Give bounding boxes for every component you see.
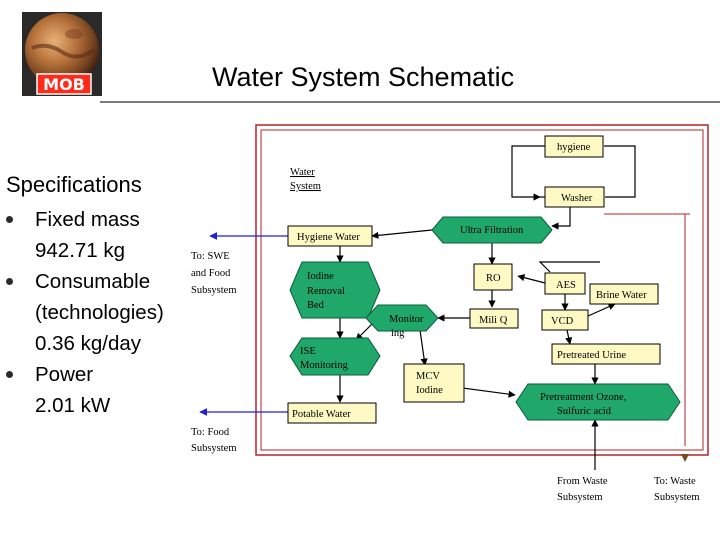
from-waste-label-1: From Waste: [557, 476, 608, 487]
brine-water-label: Brine Water: [596, 290, 647, 301]
hygiene-box: [544, 135, 604, 158]
washer-to-uf-line: [551, 207, 571, 230]
iodine-label-3: Bed: [307, 300, 325, 311]
ro-box: [473, 263, 513, 291]
aes-to-ro-line: [517, 274, 546, 284]
mcv-label-2: Iodine: [416, 385, 443, 396]
bullet-icon: [6, 216, 13, 223]
brine-water-box: [589, 283, 659, 305]
hygiene-water-label: Hygiene Water: [297, 232, 360, 243]
iodine-label-2: Removal: [307, 286, 345, 297]
schematic-outer-border: [255, 124, 709, 456]
iodine-label-1: Iodine: [307, 271, 334, 282]
pretreatment-label-1: Pretreatment Ozone,: [540, 392, 626, 403]
washer-box: [544, 186, 605, 208]
mcv-label-1: MCV: [416, 371, 440, 382]
uf-to-hygiene-water-line: [371, 229, 433, 239]
vcd-label: VCD: [551, 316, 574, 327]
to-food-label-2: Subsystem: [191, 443, 237, 454]
vcd-to-urine-line: [565, 329, 573, 345]
bullet-icon: [6, 278, 13, 285]
ro-label: RO: [486, 273, 501, 284]
hygiene-right-loop-line: [604, 145, 636, 198]
slide-title: Water System Schematic: [212, 62, 515, 92]
to-swe-label-2: and Food: [191, 268, 231, 279]
monitoring-hex: [365, 304, 439, 332]
logo-text: MOB: [43, 75, 85, 94]
potable-water-label: Potable Water: [292, 409, 351, 420]
spec-item-fixed-mass: Fixed mass 942.71 kg: [6, 204, 196, 266]
pretreatment-label-2: Sulfuric acid: [557, 406, 612, 417]
vcd-to-brine-line: [587, 303, 616, 317]
to-waste-label-1: To: Waste: [654, 476, 696, 487]
to-waste-label-2: Subsystem: [654, 492, 700, 503]
specifications-list: Fixed mass 942.71 kg Consumable (technol…: [6, 204, 196, 421]
ultra-filtration-label: Ultra Filtration: [460, 225, 524, 236]
specifications-heading: Specifications: [6, 172, 142, 197]
to-food-label-1: To: Food: [191, 427, 230, 438]
vcd-box: [541, 309, 589, 331]
water-system-label-line2: System: [290, 181, 321, 192]
ise-label-2: Monitoring: [300, 360, 349, 371]
spec-item-consumable: Consumable (technologies) 0.36 kg/day: [6, 266, 196, 359]
to-swe-label-3: Subsystem: [191, 285, 237, 296]
mili-q-label: Mili Q: [479, 315, 508, 326]
hygiene-label: hygiene: [557, 142, 591, 153]
from-waste-label-2: Subsystem: [557, 492, 603, 503]
pretreated-urine-box: [551, 343, 661, 365]
ise-monitoring-hex: [289, 337, 381, 376]
pretreated-urine-label: Pretreated Urine: [557, 350, 626, 361]
monitoring-to-mcv-line: [419, 329, 428, 366]
hygiene-to-washer-line: [511, 145, 545, 201]
to-swe-label-1: To: SWE: [191, 251, 230, 262]
aes-loop-line: [538, 261, 600, 273]
spec-item-power: Power 2.01 kW: [6, 359, 196, 421]
ultra-filtration-hex: [431, 216, 553, 244]
ise-label-1: ISE: [300, 346, 316, 357]
aes-box: [544, 272, 586, 295]
aes-label: AES: [556, 280, 576, 291]
monitor-label: Monitor: [389, 314, 424, 325]
to-waste-arrow-icon: [681, 454, 689, 462]
bullet-icon: [6, 371, 13, 378]
water-system-label-line1: Water: [290, 167, 315, 178]
mars-logo: MOB: [22, 12, 102, 96]
mcv-iodine-box: [403, 363, 465, 403]
pretreatment-hex: [515, 383, 681, 421]
hygiene-water-box: [287, 225, 373, 247]
washer-label: Washer: [561, 193, 593, 204]
mili-q-box: [469, 308, 519, 329]
title-divider: [100, 101, 720, 103]
potable-water-box: [287, 402, 377, 424]
schematic-inner-border: [260, 129, 704, 451]
monitor-sub-label: ing: [391, 328, 405, 339]
